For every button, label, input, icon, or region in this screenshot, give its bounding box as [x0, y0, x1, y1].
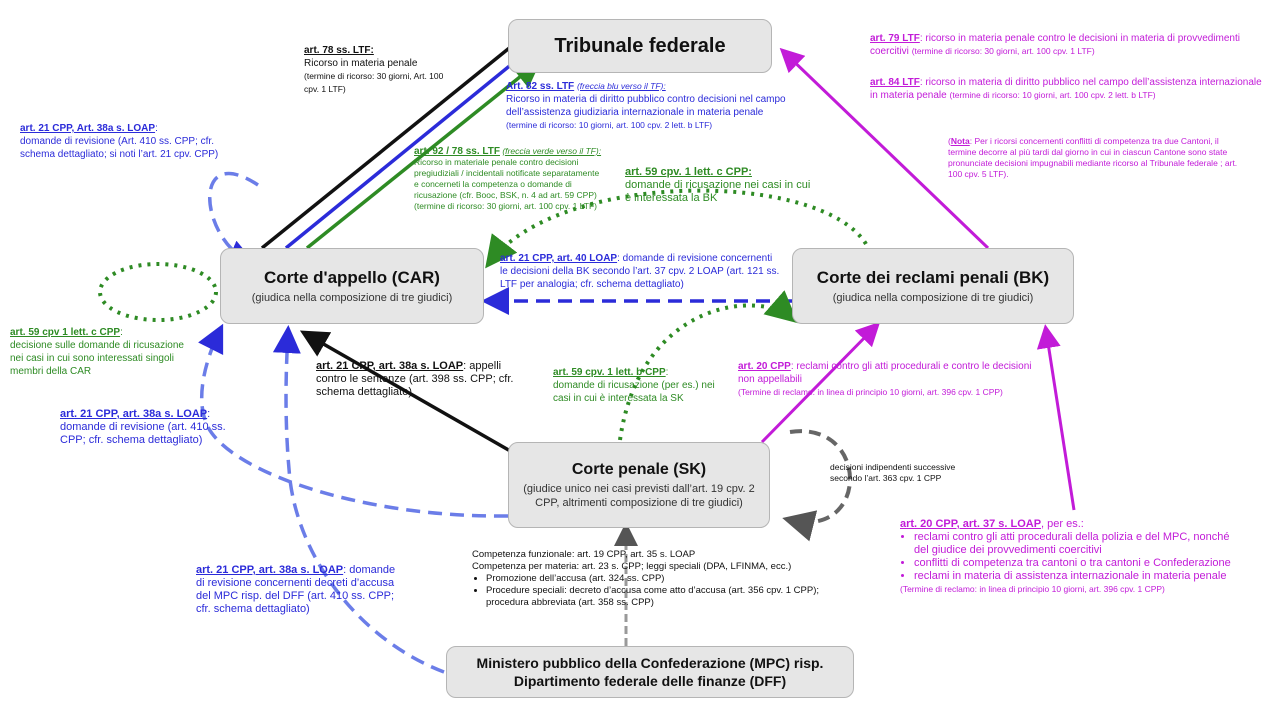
arrow-car-revision-top [208, 171, 259, 267]
label-head: Nota [950, 136, 970, 146]
label-head: art. 21 CPP, art. 40 LOAP [500, 253, 618, 264]
label-text: domande di revisione concernenti decreti… [196, 564, 396, 615]
arrow-car-to-tf-blue [284, 41, 540, 250]
label-head: art. 79 LTF [870, 33, 920, 44]
label-art59b: art. 59 cpv. 1 lett. b CPP: domande di r… [553, 367, 715, 404]
node-ministero-pubblico: Ministero pubblico della Confederazione … [446, 646, 854, 698]
label-head: art. 84 LTF [870, 77, 920, 88]
arrow-sk-to-bk-green [618, 290, 799, 441]
label-art59c-top: art. 59 cpv. 1 lett. c CPP: domande di r… [625, 166, 815, 205]
label-text: domande di revisione (art. 410 ss. CPP; … [60, 421, 226, 446]
label-art20-37: art. 20 CPP, art. 37 s. LOAP, per es.: r… [900, 518, 1240, 596]
label-text: : Per i ricorsi concernenti conflitti di… [948, 136, 1238, 179]
label-art92: art. 92 / 78 ss. LTF (freccia verde vers… [414, 146, 602, 212]
list-item: conflitti di competenza tra cantoni o tr… [914, 557, 1240, 570]
label-note: (freccia verde verso il TF): [502, 146, 602, 156]
label-art59c-left: art. 59 cpv 1 lett. c CPP: decisione sul… [10, 327, 184, 377]
label-line1: Competenza funzionale: art. 19 CPP, art.… [472, 549, 696, 560]
node-tribunale-federale: Tribunale federale [508, 19, 772, 73]
label-text: Ricorso in materia penale [304, 58, 418, 69]
label-text: ricorso in materia di diritto pubblico n… [870, 77, 1262, 101]
label-text: reclami contro gli atti procedurali e co… [738, 361, 1032, 385]
arrow-sk-to-car [299, 330, 513, 454]
arrow-car-selfloop-green [98, 262, 218, 322]
arrow-bk-to-tf [779, 47, 990, 250]
label-art79: art. 79 LTF: ricorso in materia penale c… [870, 33, 1240, 57]
label-head: art. 21 CPP, art. 38a s. LOAP [60, 408, 208, 420]
label-text: Ricorso in materiale penale contro decis… [414, 157, 600, 211]
label-line2: Competenza per materia: art. 23 s. CPP; … [472, 561, 792, 572]
node-corte-reclami: Corte dei reclami penali (BK) (giudica n… [792, 248, 1074, 324]
list-item: Promozione dell’accusa (art. 324 ss. CPP… [486, 573, 832, 585]
node-title: Ministero pubblico della Confederazione … [476, 655, 824, 689]
label-text: appelli contro le sentenze (art. 398 ss.… [316, 360, 514, 398]
node-title: Corte penale (SK) [571, 460, 707, 478]
label-selfloop: decisioni indipendenti successive second… [830, 462, 970, 484]
label-head: art. 21 CPP, Art. 38a s. LOAP [20, 123, 156, 134]
list-item: Procedure speciali: decreto d’accusa com… [486, 585, 832, 609]
node-title: Tribunale federale [554, 34, 726, 57]
label-head: art. 21 CPP, art. 38a s. LOAP [316, 360, 464, 372]
label-art21-appelli: art. 21 CPP, art. 38a s. LOAP: appelli c… [316, 360, 514, 398]
arrow-sk-to-bk [760, 321, 881, 444]
label-tail: , per es.: [1041, 518, 1084, 530]
label-text: ricorso in materia penale contro le deci… [870, 33, 1240, 57]
label-art20: art. 20 CPP: reclami contro gli atti pro… [738, 361, 1032, 397]
label-text: domande di ricusazione (per es.) nei cas… [553, 380, 715, 404]
label-head: art. 59 cpv 1 lett. c CPP [10, 327, 121, 338]
label-art21-bottom: art. 21 CPP, art. 38a s. LOAP: domande d… [196, 564, 396, 615]
arrow-car-to-tf-black [260, 23, 540, 250]
label-head: Art. 82 ss. LTF [506, 81, 575, 92]
arrow-car-to-tf-green [305, 59, 542, 250]
arrow-sk-to-car-revision [198, 323, 509, 518]
label-text: domande di revisione concernenti le deci… [500, 253, 780, 290]
label-small: (termine di ricorso: 10 giorni, art. 100… [949, 90, 1156, 100]
label-head: art. 78 ss. LTF: [304, 45, 374, 56]
label-art82: Art. 82 ss. LTF (freccia blu verso il TF… [506, 80, 796, 132]
label-head: art. 21 CPP, art. 38a s. LOAP [196, 564, 344, 576]
label-small: (Termine di reclamo: in linea di princip… [900, 584, 1165, 594]
label-head: art. 20 CPP, art. 37 s. LOAP [900, 518, 1042, 530]
node-subtitle: (giudice unico nei casi previsti dall’ar… [523, 482, 755, 509]
node-subtitle: (giudica nella composizione di tre giudi… [832, 291, 1034, 304]
list-item: reclami in materia di assistenza interna… [914, 570, 1240, 583]
label-head: art. 59 cpv. 1 lett. b CPP [553, 367, 666, 378]
label-text: decisioni indipendenti successive second… [830, 462, 956, 483]
label-art21-mid: art. 21 CPP, art. 38a s. LOAP: domande d… [60, 408, 226, 446]
node-corte-appello: Corte d'appello (CAR) (giudica nella com… [220, 248, 484, 324]
label-small: (termine di ricorso: 30 giorni, art. 100… [911, 46, 1095, 56]
arrow-sk-selfloop [782, 429, 852, 542]
label-text: Ricorso in materia di diritto pubblico c… [506, 94, 786, 118]
label-head: art. 59 cpv. 1 lett. c CPP: [625, 166, 752, 178]
label-head: art. 20 CPP [738, 361, 791, 372]
label-art21-40: art. 21 CPP, art. 40 LOAP: domande di re… [500, 253, 780, 290]
label-small: (termine di ricorso: 30 giorni, Art. 100… [304, 71, 444, 94]
node-title: Corte d'appello (CAR) [264, 267, 440, 287]
label-nota: (Nota: Per i ricorsi concernenti conflit… [948, 136, 1238, 179]
node-subtitle: (giudica nella composizione di tre giudi… [251, 291, 453, 304]
label-art84: art. 84 LTF: ricorso in materia di dirit… [870, 77, 1262, 101]
node-title: Corte dei reclami penali (BK) [816, 267, 1050, 287]
label-note: (freccia blu verso il TF): [576, 81, 666, 91]
label-text: domande di ricusazione nei casi in cui è… [625, 179, 811, 204]
label-art21-top: art. 21 CPP, Art. 38a s. LOAP: domande d… [20, 123, 219, 160]
label-text: decisione sulle domande di ricusazione n… [10, 340, 184, 377]
node-corte-penale: Corte penale (SK) (giudice unico nei cas… [508, 442, 770, 528]
list-item: reclami contro gli atti procedurali dell… [914, 531, 1240, 557]
arrow-external-to-bk [1036, 324, 1076, 511]
label-head: art. 92 / 78 ss. LTF [414, 146, 500, 157]
label-small: (Termine di reclamo: in linea di princip… [738, 387, 1003, 397]
label-text: domande di revisione (Art. 410 ss. CPP; … [20, 136, 219, 160]
label-small: (termine di ricorso: 10 giorni, art. 100… [506, 120, 713, 130]
label-competenza: Competenza funzionale: art. 19 CPP, art.… [472, 549, 832, 609]
arrow-mpc-to-car-revision [272, 325, 445, 674]
label-art78: art. 78 ss. LTF: Ricorso in materia pena… [304, 44, 444, 96]
